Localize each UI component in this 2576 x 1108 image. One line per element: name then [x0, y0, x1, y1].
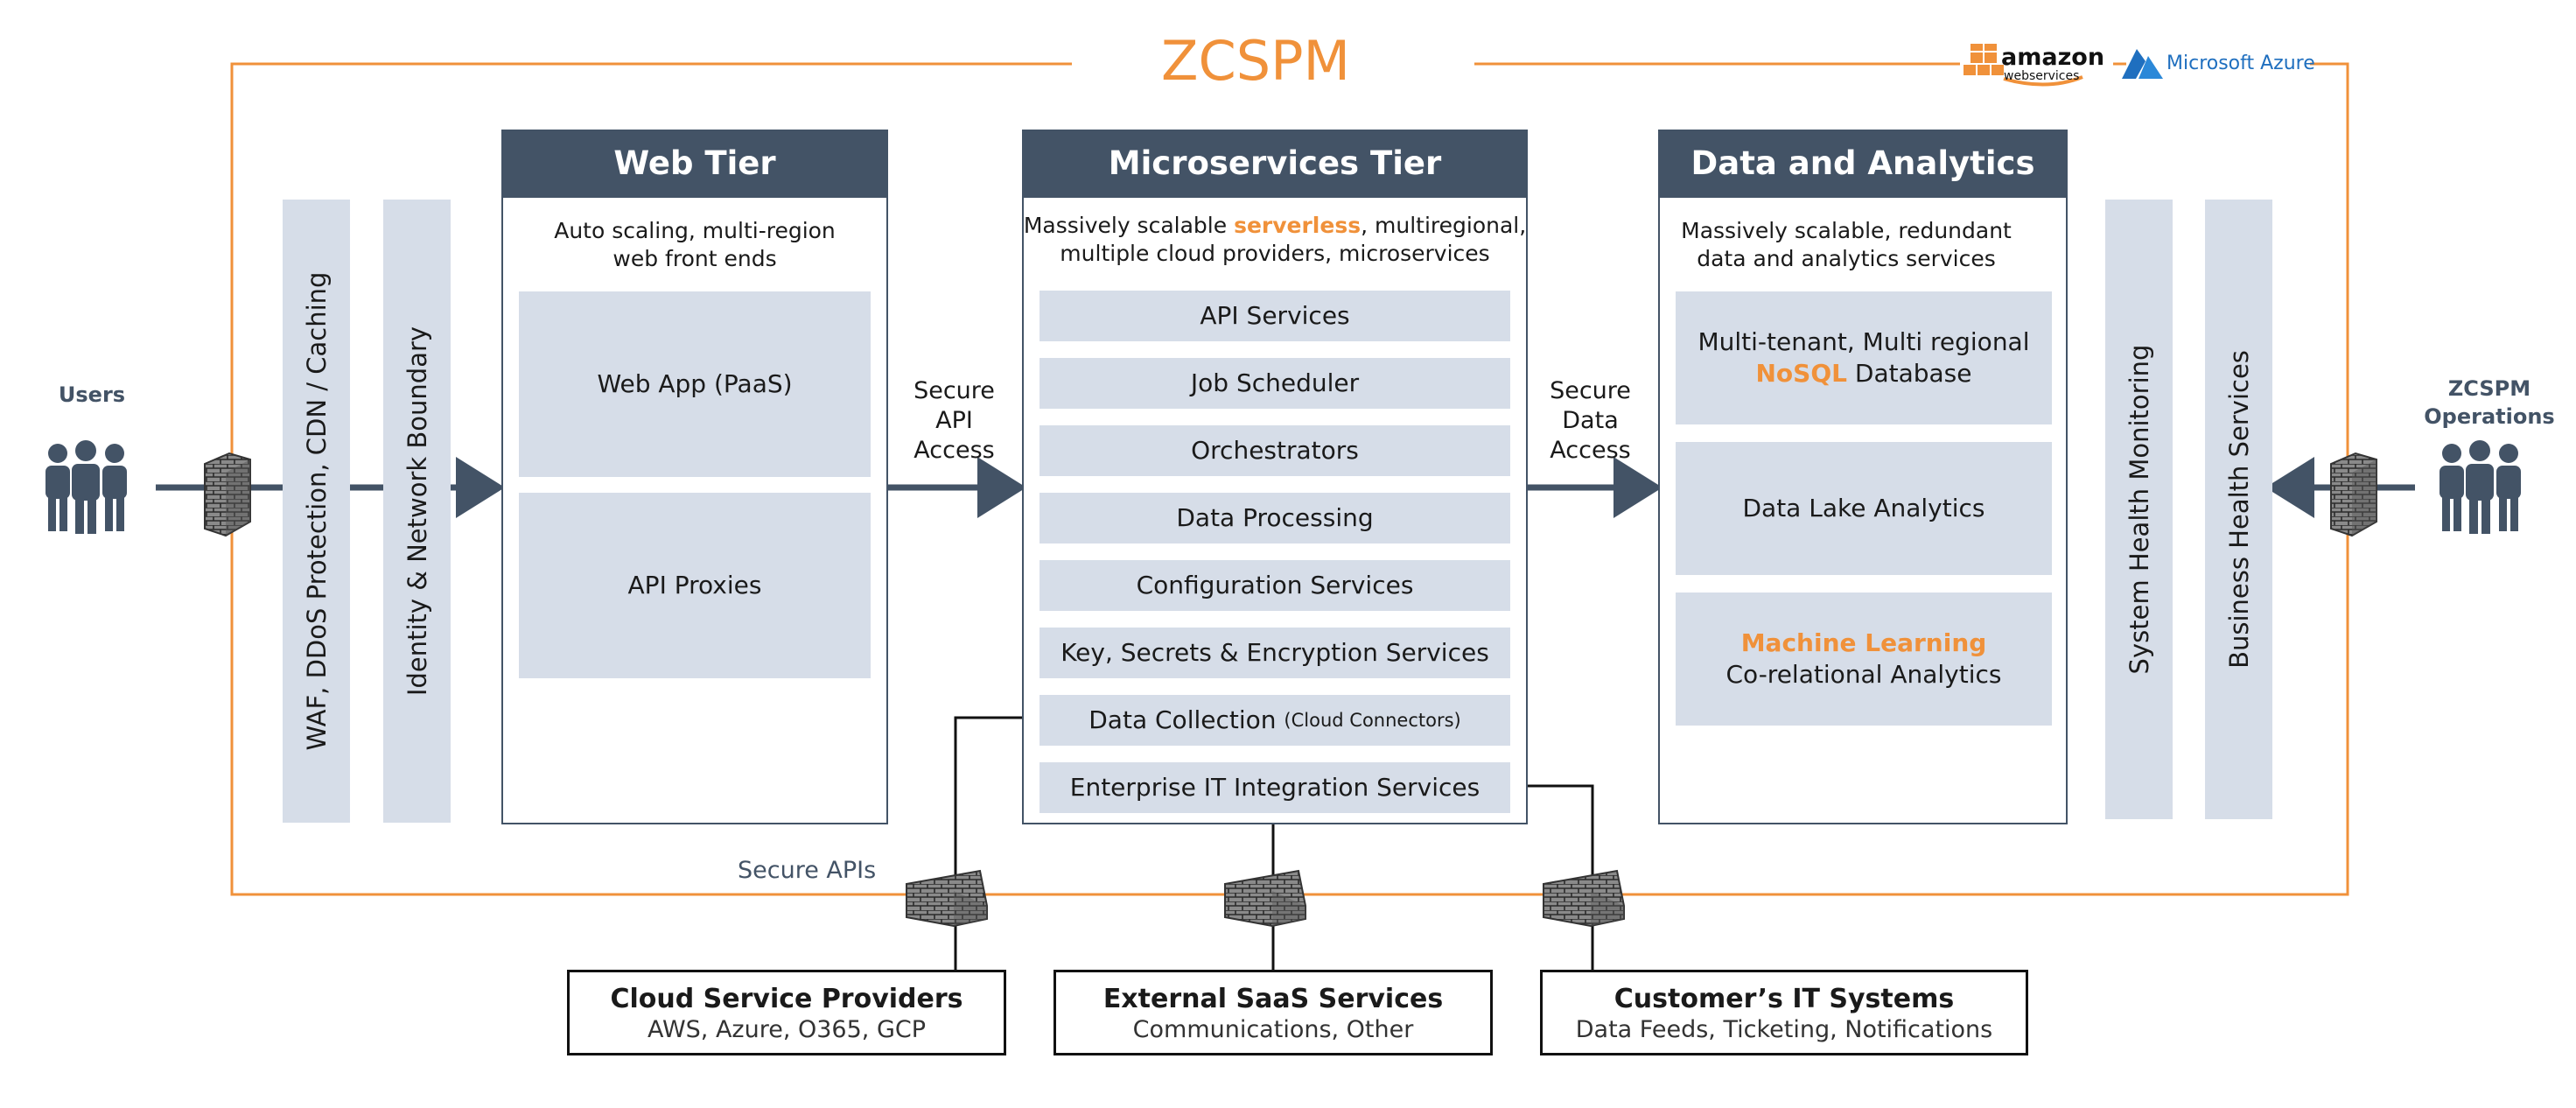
micro-desc-highlight: serverless: [1234, 213, 1362, 238]
api-services-box: API Services: [1040, 291, 1510, 341]
firewall-icon-left: [204, 452, 251, 537]
data-access-word-1: Secure: [1550, 377, 1631, 404]
business-health-label: Business Health Services: [2223, 350, 2254, 669]
identity-boundary-bar: Identity & Network Boundary: [383, 200, 451, 823]
customer-it-title: Customer’s IT Systems: [1614, 984, 1955, 1014]
cloud-providers-title: Cloud Service Providers: [610, 984, 963, 1014]
microservices-description: Massively scalable serverless, multiregi…: [1022, 212, 1528, 268]
secure-apis-label: Secure APIs: [738, 857, 877, 884]
data-collection-note: (Cloud Connectors): [1284, 710, 1461, 731]
aws-logo-text: amazon: [2001, 44, 2105, 71]
identity-boundary-label: Identity & Network Boundary: [402, 326, 432, 697]
nosql-line1: Multi-tenant, Multi regional: [1698, 327, 2030, 356]
api-access-word-3: Access: [914, 437, 995, 464]
data-lake-analytics-box: Data Lake Analytics: [1676, 442, 2052, 575]
data-access-word-2: Data: [1562, 407, 1619, 434]
waf-ddos-bar: WAF, DDoS Protection, CDN / Caching: [283, 200, 350, 823]
waf-ddos-label: WAF, DDoS Protection, CDN / Caching: [301, 271, 332, 751]
firewall-icon-saas: [1224, 869, 1306, 928]
secure-api-access-label: Secure API Access: [900, 376, 1009, 466]
enterprise-integration-box: Enterprise IT Integration Services: [1040, 762, 1510, 813]
azure-logo-text: Microsoft Azure: [2166, 53, 2315, 74]
web-tier-header: Web Tier: [501, 130, 888, 198]
customer-it-systems-box: Customer’s IT Systems Data Feeds, Ticket…: [1540, 970, 2028, 1055]
saas-services-title: External SaaS Services: [1102, 984, 1444, 1014]
micro-desc-post: , multiregional,: [1361, 213, 1527, 238]
cloud-service-providers-box: Cloud Service Providers AWS, Azure, O365…: [567, 970, 1006, 1055]
web-tier-description: Auto scaling, multi-region web front end…: [501, 217, 888, 273]
machine-learning-highlight: Machine Learning: [1740, 628, 1987, 657]
configuration-services-box: Configuration Services: [1040, 560, 1510, 611]
cloud-providers-subtitle: AWS, Azure, O365, GCP: [647, 1016, 927, 1043]
customer-it-subtitle: Data Feeds, Ticketing, Notifications: [1575, 1016, 1993, 1043]
aws-logo-icon: [1964, 44, 2083, 87]
micro-desc-line2: multiple cloud providers, microservices: [1060, 241, 1490, 266]
web-tier-desc-line1: Auto scaling, multi-region: [554, 218, 836, 243]
data-collection-box: Data Collection (Cloud Connectors): [1040, 695, 1510, 746]
key-secrets-encryption-box: Key, Secrets & Encryption Services: [1040, 628, 1510, 678]
firewall-icon-right: [2330, 452, 2377, 537]
nosql-post: Database: [1846, 359, 1972, 388]
aws-logo-subtext: webservices: [2004, 69, 2080, 83]
users-icon: [46, 440, 127, 534]
machine-learning-box: Machine Learning Co-relational Analytics: [1676, 593, 2052, 726]
data-tier-desc-line1: Massively scalable, redundant: [1681, 218, 2012, 243]
firewall-icon-cloud: [906, 869, 988, 928]
data-collection-label: Data Collection: [1088, 705, 1277, 734]
operations-label-line2: Operations: [2424, 404, 2555, 429]
system-health-bar: System Health Monitoring: [2105, 200, 2173, 819]
job-scheduler-box: Job Scheduler: [1040, 358, 1510, 409]
operations-label: ZCSPM Operations: [2411, 375, 2568, 431]
diagram-title: ZCSPM: [1160, 29, 1350, 93]
data-tier-description: Massively scalable, redundant data and a…: [1658, 217, 2034, 273]
saas-services-subtitle: Communications, Other: [1132, 1016, 1414, 1043]
users-label: Users: [58, 382, 126, 407]
business-health-bar: Business Health Services: [2205, 200, 2272, 819]
corelational-analytics-label: Co-relational Analytics: [1726, 660, 2002, 689]
secure-data-access-label: Secure Data Access: [1536, 376, 1645, 466]
api-access-word-2: API: [935, 407, 973, 434]
azure-logo-icon: [2122, 49, 2163, 79]
api-proxies-box: API Proxies: [519, 493, 871, 678]
orchestrators-box: Orchestrators: [1040, 425, 1510, 476]
nosql-database-box: Multi-tenant, Multi regional NoSQL Datab…: [1676, 291, 2052, 424]
data-processing-box: Data Processing: [1040, 493, 1510, 543]
microservices-tier-header: Microservices Tier: [1022, 130, 1528, 198]
web-tier-desc-line2: web front ends: [612, 246, 777, 271]
data-tier-desc-line2: data and analytics services: [1697, 246, 1996, 271]
api-access-word-1: Secure: [914, 377, 995, 404]
nosql-highlight: NoSQL: [1755, 359, 1847, 388]
web-app-box: Web App (PaaS): [519, 291, 871, 477]
data-access-word-3: Access: [1550, 437, 1631, 464]
external-saas-services-box: External SaaS Services Communications, O…: [1054, 970, 1493, 1055]
operations-team-icon: [2440, 440, 2521, 534]
system-health-label: System Health Monitoring: [2124, 344, 2154, 675]
operations-label-line1: ZCSPM: [2447, 376, 2531, 401]
data-analytics-tier-header: Data and Analytics Tier: [1658, 130, 2068, 250]
micro-desc-pre: Massively scalable: [1023, 213, 1235, 238]
firewall-icon-customer: [1543, 869, 1625, 928]
